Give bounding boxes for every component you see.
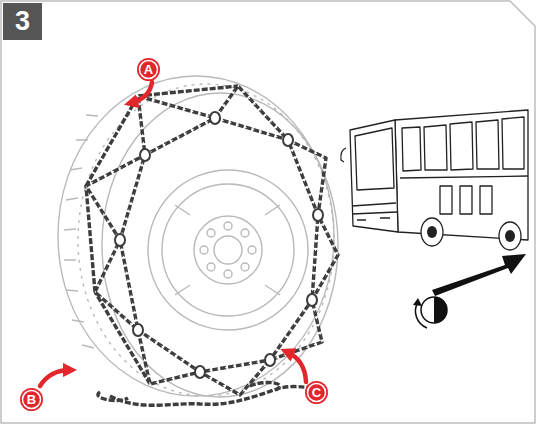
pointer-arrow — [40, 82, 306, 386]
callout-ring — [140, 61, 158, 79]
callout-disc — [137, 58, 160, 81]
callout-letter-text: B — [27, 393, 36, 406]
rotation-icon — [413, 297, 447, 328]
callout-letter: C — [304, 380, 329, 405]
callout-letter-text: C — [312, 386, 321, 399]
callout-ring — [308, 384, 326, 402]
callout-disc — [20, 388, 43, 411]
callout-disc — [305, 381, 328, 404]
callout-letter: A — [136, 57, 161, 82]
callout-letter: B — [19, 387, 44, 412]
snow-chain — [86, 86, 338, 405]
step-number: 3 — [15, 8, 30, 35]
step-number-box: 3 — [3, 3, 42, 40]
tire — [58, 76, 338, 397]
callout-letter-text: A — [144, 63, 153, 76]
bus — [341, 110, 528, 250]
callout-ring — [23, 391, 41, 409]
direction-arrow — [432, 254, 526, 296]
